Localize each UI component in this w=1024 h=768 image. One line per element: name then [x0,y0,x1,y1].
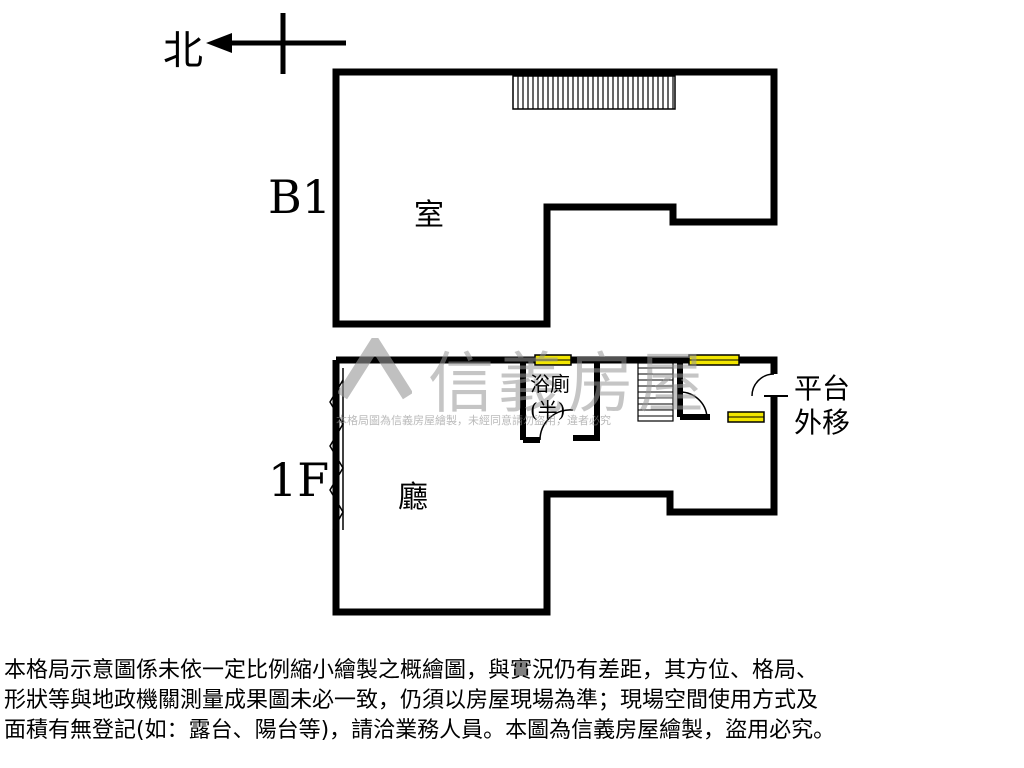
watermark-text: 信義房屋 [428,345,708,422]
f1-entrance-door [751,373,788,417]
watermark-logo-icon [338,338,412,400]
b1-floor-label: B1 [268,170,332,224]
watermark-logo: 信義房屋 [342,330,708,426]
watermark-subtext: 本格局圖為信義房屋繪製，未經同意請勿盜用，違者必究 [336,414,611,427]
compass-label: 北 [163,28,203,74]
platform-note-line2: 外移 [794,406,851,439]
bathroom-label-line2: (半) [530,398,566,422]
platform-note: 平台 外移 [794,372,850,440]
disclaimer-line: 形狀等與地政機關測量成果圖未必一致，仍須以房屋現場為準；現場空間使用方式及 [4,688,819,713]
f1-floor-outline [332,356,778,616]
b1-staircase [512,75,676,110]
platform-note-line1: 平台 [794,372,851,405]
b1-floor-outline [332,68,778,328]
bathroom-door-arc [539,409,574,441]
f1-windows [534,354,765,423]
f1-room-label: 廳 [398,480,428,515]
bathroom-label: 浴廁 (半) [530,371,570,423]
floor-plan-diagram [206,13,788,616]
north-arrow-icon [206,13,346,74]
f1-bathroom-walls [520,360,600,443]
f1-floor-label: 1F [268,453,330,507]
b1-room-label: 室 [414,198,444,233]
disclaimer-line: 本格局示意圖係未依一定比例縮小繪製之概繪圖，與實況仍有差距，其方位、格局、 [4,658,819,683]
disclaimer-line: 面積有無登記(如：露台、陽台等)，請洽業務人員。本圖為信義房屋繪製，盜用必究。 [4,718,836,743]
f1-staircase [637,360,710,422]
bathroom-label-line1: 浴廁 [530,372,570,396]
disclaimer-text: 本格局示意圖係未依一定比例縮小繪製之概繪圖，與實況仍有差距，其方位、格局、 形狀… [4,656,1022,746]
